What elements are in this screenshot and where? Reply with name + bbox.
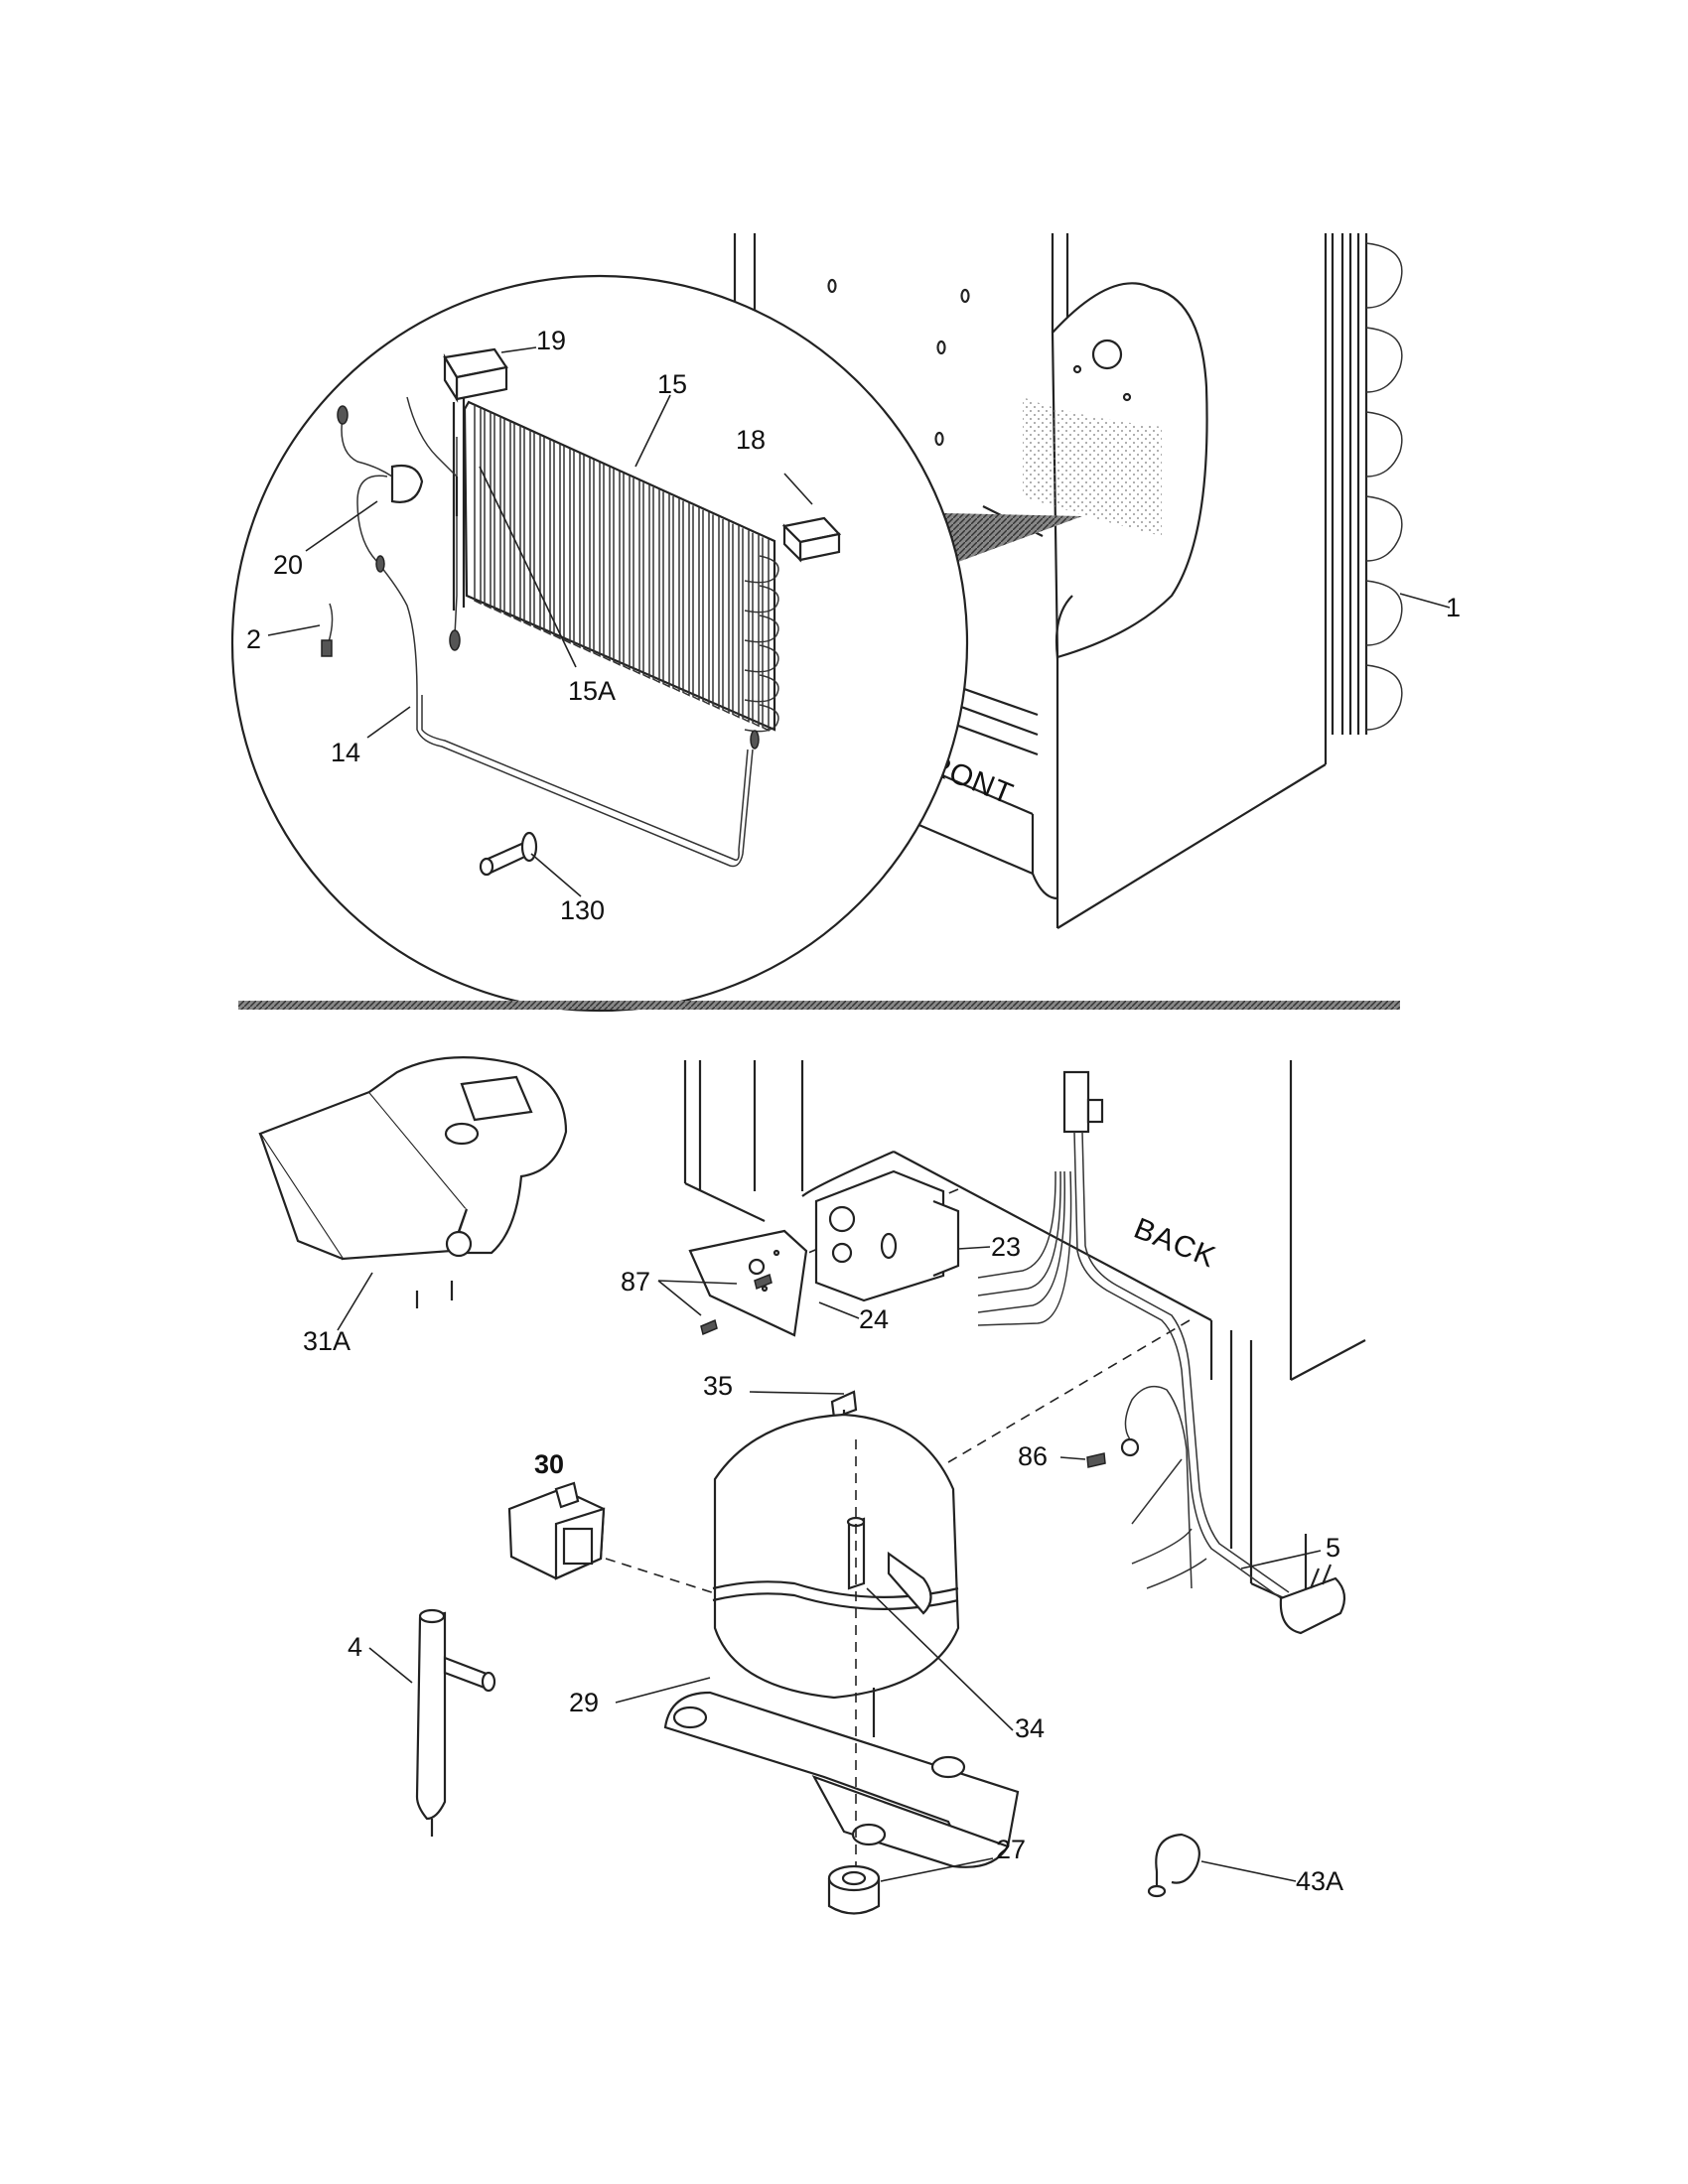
evaporator-fin	[702, 509, 710, 706]
leader-4	[368, 1647, 413, 1684]
part-27-grommet	[827, 1864, 881, 1915]
callout-31a: 31A	[303, 1326, 351, 1356]
drier-icon	[415, 1608, 496, 1837]
evaporator-fin	[692, 505, 700, 702]
evaporator-fin	[503, 418, 511, 618]
part-19-foam-block	[443, 347, 508, 403]
part-31a-ice-maker	[258, 1056, 568, 1308]
callout-43a: 43A	[1296, 1866, 1343, 1896]
part-23-defrost-timer	[814, 1169, 960, 1302]
callout-23: 23	[991, 1232, 1021, 1262]
leader-29	[615, 1677, 711, 1704]
part-2-connector	[321, 639, 333, 657]
callout-15a: 15A	[568, 676, 616, 706]
evaporator-fin	[603, 464, 611, 662]
evaporator-fin	[533, 432, 541, 631]
evaporator-fin	[762, 537, 770, 732]
evaporator-fin	[712, 514, 720, 710]
leader-23	[957, 1246, 991, 1250]
evaporator-fin	[563, 446, 571, 644]
evaporator-fin	[484, 409, 492, 610]
leader-87b	[657, 1280, 702, 1316]
callout-130: 130	[560, 895, 605, 925]
relay-dashline	[605, 1558, 716, 1594]
evaporator-fin	[583, 455, 591, 653]
cabinet-back-corner	[683, 1060, 1366, 1610]
part-14-drain-heater	[416, 695, 754, 868]
leader-27	[880, 1857, 994, 1882]
section-divider	[238, 1001, 1400, 1010]
callout-30: 30	[534, 1449, 564, 1479]
callout-27: 27	[996, 1835, 1026, 1864]
wire-harness	[977, 1070, 1290, 1599]
evaporator-fin	[722, 519, 730, 715]
callout-34: 34	[1015, 1713, 1045, 1743]
callout-86: 86	[1018, 1441, 1048, 1471]
ground-dashline	[947, 1319, 1191, 1463]
leader-87a	[657, 1280, 738, 1285]
evaporator-fin	[623, 474, 631, 671]
part-18-foam-block	[781, 516, 842, 563]
callout-14: 14	[331, 738, 360, 767]
power-cord-icon	[1131, 1528, 1346, 1635]
callout-35: 35	[703, 1371, 733, 1401]
part-87-screws	[700, 1273, 773, 1336]
leader-43a	[1200, 1860, 1297, 1882]
leader-5	[1240, 1550, 1322, 1570]
callout-24: 24	[859, 1304, 889, 1334]
part-24-mounting-bracket	[688, 1229, 808, 1337]
evaporator-fin	[633, 478, 640, 675]
evaporator-fin	[573, 451, 581, 649]
leader-86	[1059, 1456, 1086, 1460]
condenser-coil	[1331, 233, 1403, 735]
callout-87: 87	[621, 1267, 650, 1297]
back-label: BACK	[1129, 1212, 1220, 1275]
evaporator-fin	[523, 428, 531, 627]
callout-2: 2	[246, 624, 261, 654]
callout-15: 15	[657, 369, 687, 399]
callout-4: 4	[348, 1632, 362, 1662]
part-20-defrost-sensor	[337, 405, 424, 696]
callout-18: 18	[736, 425, 766, 455]
evaporator-fin	[613, 469, 621, 666]
evaporator-coil-icon	[452, 397, 779, 733]
leader-34	[866, 1587, 1014, 1731]
part-30-start-relay	[507, 1481, 606, 1580]
evaporator-fin	[474, 405, 482, 606]
evaporator-fin	[593, 460, 601, 658]
top-leaders	[267, 346, 1451, 897]
callout-29: 29	[569, 1688, 599, 1717]
callout-1: 1	[1446, 593, 1461, 622]
compressor-icon	[663, 1413, 1020, 1868]
evaporator-fin	[652, 486, 660, 684]
callout-5: 5	[1326, 1533, 1340, 1563]
evaporator-fin	[682, 500, 690, 697]
sensor-wire	[406, 396, 458, 478]
callout-20: 20	[273, 550, 303, 580]
evaporator-fin	[732, 523, 740, 719]
part-86-ground-screw	[1086, 1385, 1193, 1589]
evaporator-fin	[672, 496, 680, 693]
heater-terminal	[449, 629, 461, 651]
evaporator-fin	[752, 532, 760, 728]
part-43a-tube-clip	[1147, 1833, 1200, 1898]
evaporator-fin	[662, 491, 670, 688]
evaporator-fin	[493, 414, 501, 614]
evaporator-fin	[742, 528, 750, 724]
evaporator-fin	[543, 437, 551, 636]
evaporator-fin	[513, 423, 521, 622]
evaporator-fin	[553, 441, 561, 640]
leader-35	[749, 1391, 845, 1395]
evaporator-fin	[642, 482, 650, 680]
leader-24	[818, 1301, 860, 1319]
leader-31a	[337, 1272, 373, 1331]
callout-19: 19	[536, 326, 566, 355]
